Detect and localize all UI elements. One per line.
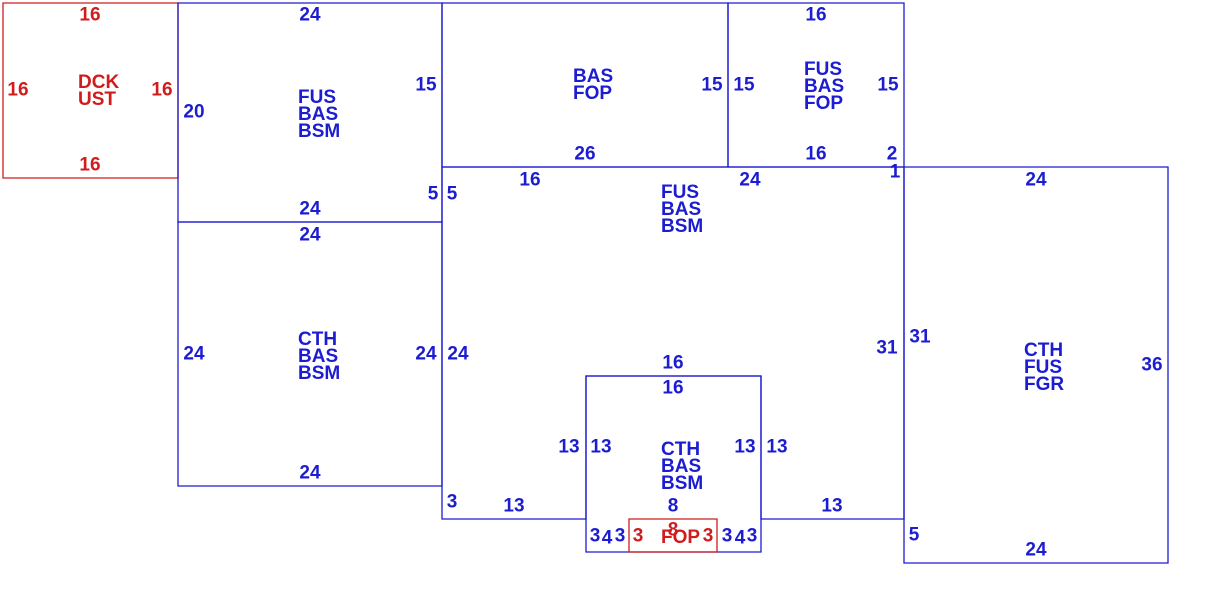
garage-left-lower-dimension: 5 xyxy=(909,525,920,546)
main-top-left-dimension: 16 xyxy=(519,170,540,191)
main-code-label: BAS xyxy=(661,199,701,220)
top-right-right-dimension: 15 xyxy=(877,75,899,96)
garage-code-label: FGR xyxy=(1024,374,1064,395)
main-top-right-dimension: 24 xyxy=(739,170,761,191)
stoop-right-dimension: 3 xyxy=(703,526,714,547)
wing-lower-bottom-dimension: 24 xyxy=(299,463,321,484)
bay-outline xyxy=(585,375,762,553)
bay-right-dimension: 13 xyxy=(734,437,755,458)
bay-bottom-dimension: 8 xyxy=(668,496,679,517)
bay-bottom-left-c-dimension: 3 xyxy=(615,526,626,547)
main-left-upper-dimension: 5 xyxy=(447,184,458,205)
main-right-dimension: 31 xyxy=(876,338,898,359)
bay-code-label: BSM xyxy=(661,473,703,494)
deck-code-label: DCK xyxy=(78,72,119,93)
main-left-dimension: 24 xyxy=(447,344,469,365)
main-bottom-left-dimension: 13 xyxy=(503,496,524,517)
bay-bottom-left-a-dimension: 3 xyxy=(590,526,601,547)
wing-upper-right-lower-dimension: 5 xyxy=(428,184,439,205)
wing-lower-right-dimension: 24 xyxy=(415,344,437,365)
bay-bottom-right-b-dimension: 4 xyxy=(735,528,746,549)
garage-outline xyxy=(903,166,1169,564)
top-right-bottom-dimension: 16 xyxy=(805,144,826,165)
stoop-code-label: FOP xyxy=(661,527,700,548)
wing-lower-top-dimension: 24 xyxy=(299,225,321,246)
garage-code-label: FUS xyxy=(1024,357,1062,378)
main-left-lower-dimension: 3 xyxy=(447,492,458,513)
porch-top-code-label: BAS xyxy=(573,66,613,87)
wing-lower-code-label: BAS xyxy=(298,346,338,367)
main-bay-top-dimension: 16 xyxy=(662,353,683,374)
top-right-code-label: FOP xyxy=(804,93,843,114)
porch-top-bottom-dimension: 26 xyxy=(574,144,595,165)
top-right-corner-b-dimension: 1 xyxy=(890,162,901,183)
top-right-code-label: FUS xyxy=(804,59,842,80)
bay-top-dimension: 16 xyxy=(662,378,683,399)
main-bottom-right-dimension: 13 xyxy=(821,496,842,517)
stoop-left-dimension: 3 xyxy=(633,526,644,547)
wing-upper-right-dimension: 15 xyxy=(415,75,437,96)
wing-lower-code-label: BSM xyxy=(298,363,340,384)
porch-top-right-dimension: 15 xyxy=(701,75,723,96)
main-code-label: BSM xyxy=(661,216,703,237)
bay-bottom-right-c-dimension: 3 xyxy=(747,526,758,547)
deck-left-dimension: 16 xyxy=(7,80,28,101)
wing-upper-code-label: FUS xyxy=(298,87,336,108)
stoop-outline xyxy=(628,518,718,553)
stoop-top-dimension: 8 xyxy=(668,520,679,541)
bay-code-label: CTH xyxy=(661,439,700,460)
main-bay-left-dimension: 13 xyxy=(558,437,579,458)
wing-upper-bottom-dimension: 24 xyxy=(299,199,321,220)
garage-left-dimension: 31 xyxy=(909,327,931,348)
top-right-top-dimension: 16 xyxy=(805,5,826,26)
bay-left-dimension: 13 xyxy=(590,437,611,458)
bay-bottom-right-a-dimension: 3 xyxy=(722,526,733,547)
garage-bottom-dimension: 24 xyxy=(1025,540,1047,561)
porch-top-code-label: FOP xyxy=(573,83,612,104)
garage-top-dimension: 24 xyxy=(1025,170,1047,191)
main-bay-right-dimension: 13 xyxy=(766,437,787,458)
deck-bottom-dimension: 16 xyxy=(79,155,100,176)
bay-code-label: BAS xyxy=(661,456,701,477)
deck-code-label: UST xyxy=(78,89,116,110)
wing-lower-left-dimension: 24 xyxy=(183,344,205,365)
deck-top-dimension: 16 xyxy=(79,5,100,26)
top-right-corner-a-dimension: 2 xyxy=(887,144,898,165)
bay-bottom-left-b-dimension: 4 xyxy=(602,528,613,549)
deck-right-dimension: 16 xyxy=(151,80,172,101)
wing-upper-code-label: BSM xyxy=(298,121,340,142)
top-right-code-label: BAS xyxy=(804,76,844,97)
wing-lower-code-label: CTH xyxy=(298,329,337,350)
garage-code-label: CTH xyxy=(1024,340,1063,361)
main-code-label: FUS xyxy=(661,182,699,203)
wing-upper-left-dimension: 20 xyxy=(183,102,204,123)
wing-upper-top-dimension: 24 xyxy=(299,5,321,26)
garage-right-dimension: 36 xyxy=(1141,355,1162,376)
top-right-left-dimension: 15 xyxy=(733,75,755,96)
wing-upper-code-label: BAS xyxy=(298,104,338,125)
wing-lower-outline xyxy=(177,221,443,487)
